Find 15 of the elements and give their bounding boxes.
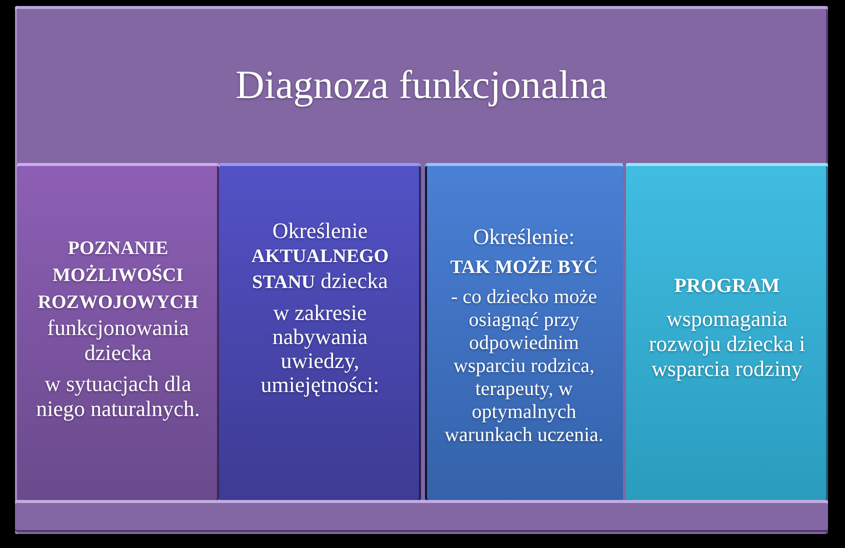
column-text: w zakresie nabywania uwiedzy, umiejętności: [260,300,380,396]
column-box [626,163,828,500]
column-text: Określenie: [473,224,575,250]
base-bar [15,500,828,532]
column-text: wspomagania rozwoju dziecka i wsparcia rodziny [648,306,806,381]
column-box [17,163,219,500]
column-box [425,163,623,500]
column-text: - co dziecko może osiagnąć przy odpowiednim wsparciu rodzica, terapeuty, w optymalnych warunkach uczenia. [444,286,604,447]
column-heading: TAK MOŻE BYĆ [450,256,598,280]
column-box [219,163,421,500]
column-text: Określenie AKTUALNEGO STANU dziecka [250,218,390,294]
diagram-panel [15,6,828,534]
column-text: w sytuacjach dla niego naturalnych. [35,371,201,421]
panel-title: Diagnoza funkcjonalna [235,62,608,106]
column-heading: PROGRAM [674,274,780,298]
